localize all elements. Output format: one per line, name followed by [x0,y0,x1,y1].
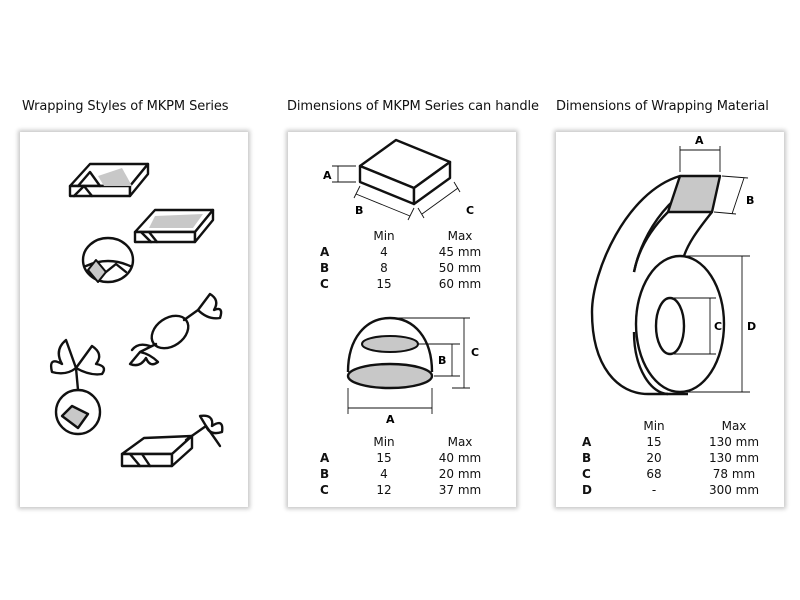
box-dimension-b-label: B [355,204,363,217]
dome-dimension-a [347,388,433,414]
box-dimension-b [353,185,415,221]
max-value: 45 mm [438,245,482,259]
roll-dimension-b [713,175,749,215]
wrapped-box-icon [68,162,150,198]
box-product-icon [358,138,452,206]
dome-product-icon [346,316,434,390]
max-value: 40 mm [438,451,482,465]
heading-wrapping-styles: Wrapping Styles of MKPM Series [22,99,229,114]
max-value: 60 mm [438,277,482,291]
row-label: B [320,467,330,481]
wrapping-material-illustration: A B C D [590,134,756,396]
wrapping-material-panel: A B C D Min Max A 15 130 mm B 20 130 mm … [556,132,784,507]
roll-dimension-c [674,297,716,355]
roll-dimension-c-label: C [714,320,722,333]
row-label: A [320,451,330,465]
dimensions-handle-illustration: A B C A B C [323,138,479,426]
double-twist-wrap-icon [128,292,223,367]
dome-dimension-c-label: C [471,346,479,359]
twist-box-wrap-icon [120,414,224,468]
min-value: 15 [646,435,662,449]
row-label: B [320,261,330,275]
min-value: - [651,483,657,497]
single-twist-wrap-icon [49,338,106,436]
row-label: B [582,451,592,465]
max-value: 130 mm [708,435,760,449]
wrapped-box-icon [133,208,215,244]
dome-dimension-b [418,343,460,377]
roll-dimension-a [679,146,721,172]
row-label: A [320,245,330,259]
roll-dimension-d-label: D [747,320,756,333]
heading-dimensions-handle: Dimensions of MKPM Series can handle [287,99,539,114]
max-header: Max [447,435,473,449]
row-label: A [582,435,592,449]
max-header: Max [721,419,747,433]
row-label: C [582,467,591,481]
box-dimension-a-label: A [323,169,332,182]
min-value: 15 [376,451,392,465]
row-label: D [582,483,592,497]
min-header: Min [643,419,665,433]
material-roll-icon [590,174,726,396]
max-value: 78 mm [712,467,756,481]
wrapping-styles-illustration [49,162,224,468]
box-dimension-a [332,165,356,183]
row-label: C [320,277,329,291]
min-value: 68 [646,467,662,481]
roll-dimension-a-label: A [695,134,704,147]
min-header: Min [373,435,395,449]
max-value: 37 mm [438,483,482,497]
box-dimension-c [417,181,461,219]
round-wrap-icon [81,236,135,284]
max-header: Max [447,229,473,243]
roll-dimension-b-label: B [746,194,754,207]
heading-dimensions-material: Dimensions of Wrapping Material [556,99,769,114]
max-value: 300 mm [708,483,760,497]
max-value: 20 mm [438,467,482,481]
min-value: 4 [380,467,388,481]
roll-dimension-d [680,255,750,393]
min-value: 8 [380,261,388,275]
min-header: Min [373,229,395,243]
dome-dimension-a-label: A [386,413,395,426]
row-label: C [320,483,329,497]
min-value: 4 [380,245,388,259]
dome-dimension-c [392,317,470,389]
min-value: 12 [376,483,392,497]
min-value: 20 [646,451,662,465]
min-value: 15 [376,277,392,291]
max-value: 50 mm [438,261,482,275]
box-dimension-c-label: C [466,204,474,217]
max-value: 130 mm [708,451,760,465]
wrapping-styles-panel [20,132,248,507]
dome-dimension-b-label: B [438,354,446,367]
dimensions-handle-panel: A B C A B C Min Max A 4 45 mm B 8 50 mm … [288,132,516,507]
